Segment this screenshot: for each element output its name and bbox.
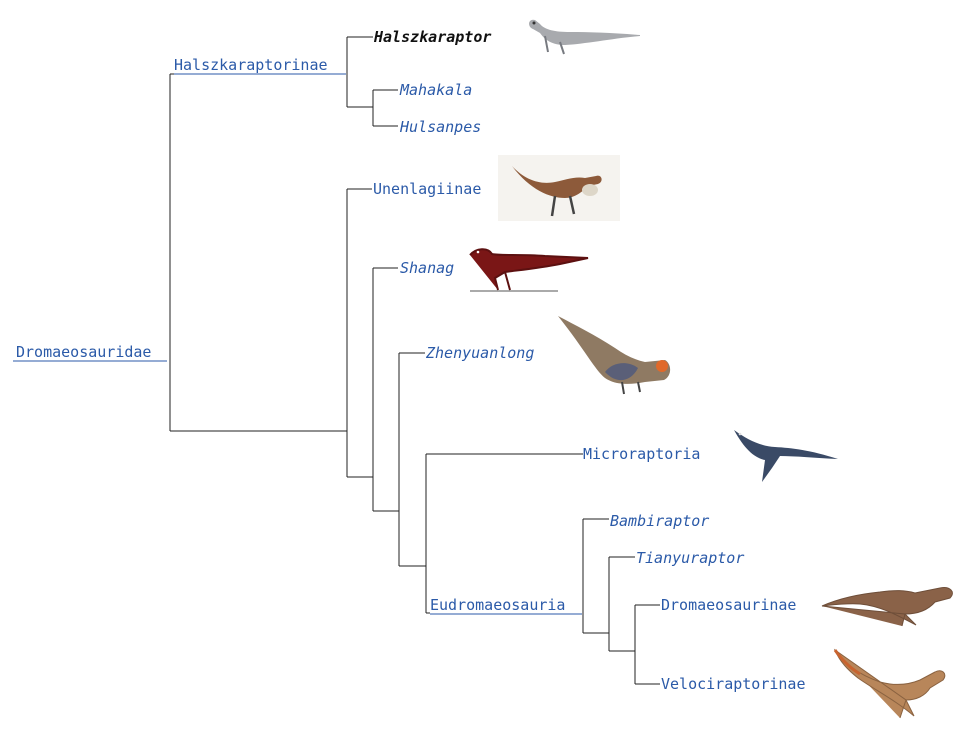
taxon-label-hulsanpes[interactable]: Hulsanpes (399, 118, 481, 136)
taxon-link-eudromaeosauria[interactable]: Eudromaeosauria (430, 596, 582, 615)
branch-microraptoria-node (425, 453, 583, 614)
taxon-label-dromaeosaurinae[interactable]: Dromaeosaurinae (661, 596, 796, 614)
branch-zhenyuanlong-node (398, 352, 426, 567)
taxon-labels: Dromaeosauridae Halszkaraptorinae Halszk… (13, 28, 806, 693)
zhenyuanlong-illustration[interactable] (558, 316, 671, 395)
dromaeosaurine-illustration[interactable] (821, 587, 953, 627)
branch-dromaeosaurinae-velociraptorinae (634, 604, 660, 685)
velociraptorine-illustration[interactable] (833, 648, 946, 719)
branch-shanag-node (372, 267, 399, 512)
taxon-label-mahakala[interactable]: Mahakala (399, 81, 472, 99)
branch-eudromaeosauria (582, 518, 609, 634)
cladogram-branches (169, 36, 660, 685)
halszkaraptor-illustration[interactable] (529, 19, 640, 55)
microraptor-illustration[interactable] (734, 430, 838, 482)
unenlagiine-illustration[interactable] (498, 155, 620, 221)
branch-tianyuraptor-node (608, 556, 635, 652)
taxon-label-dromaeosauridae: Dromaeosauridae (16, 343, 151, 361)
taxon-label-shanag[interactable]: Shanag (400, 259, 454, 277)
taxon-label-microraptoria[interactable]: Microraptoria (583, 445, 700, 463)
taxon-label-halszkaraptor: Halszkaraptor (373, 28, 491, 46)
taxon-label-zhenyuanlong[interactable]: Zhenyuanlong (425, 344, 534, 362)
taxon-label-halszkaraptorinae: Halszkaraptorinae (174, 56, 328, 74)
branch-halszkaraptorinae (346, 36, 373, 108)
taxon-label-bambiraptor[interactable]: Bambiraptor (610, 512, 709, 530)
taxon-label-tianyuraptor[interactable]: Tianyuraptor (636, 549, 744, 567)
taxon-label-eudromaeosauria: Eudromaeosauria (430, 596, 565, 614)
shanag-illustration[interactable] (469, 248, 589, 292)
branch-unenlagiinae-node (346, 188, 373, 478)
taxon-link-dromaeosauridae[interactable]: Dromaeosauridae (13, 343, 167, 362)
branch-mahakala-hulsanpes (372, 89, 398, 127)
taxon-label-unenlagiinae[interactable]: Unenlagiinae (373, 180, 481, 198)
taxon-link-halszkaraptorinae[interactable]: Halszkaraptorinae (174, 56, 346, 75)
taxon-label-velociraptorinae[interactable]: Velociraptorinae (661, 675, 806, 693)
branch-dromaeosauridae (169, 73, 347, 432)
